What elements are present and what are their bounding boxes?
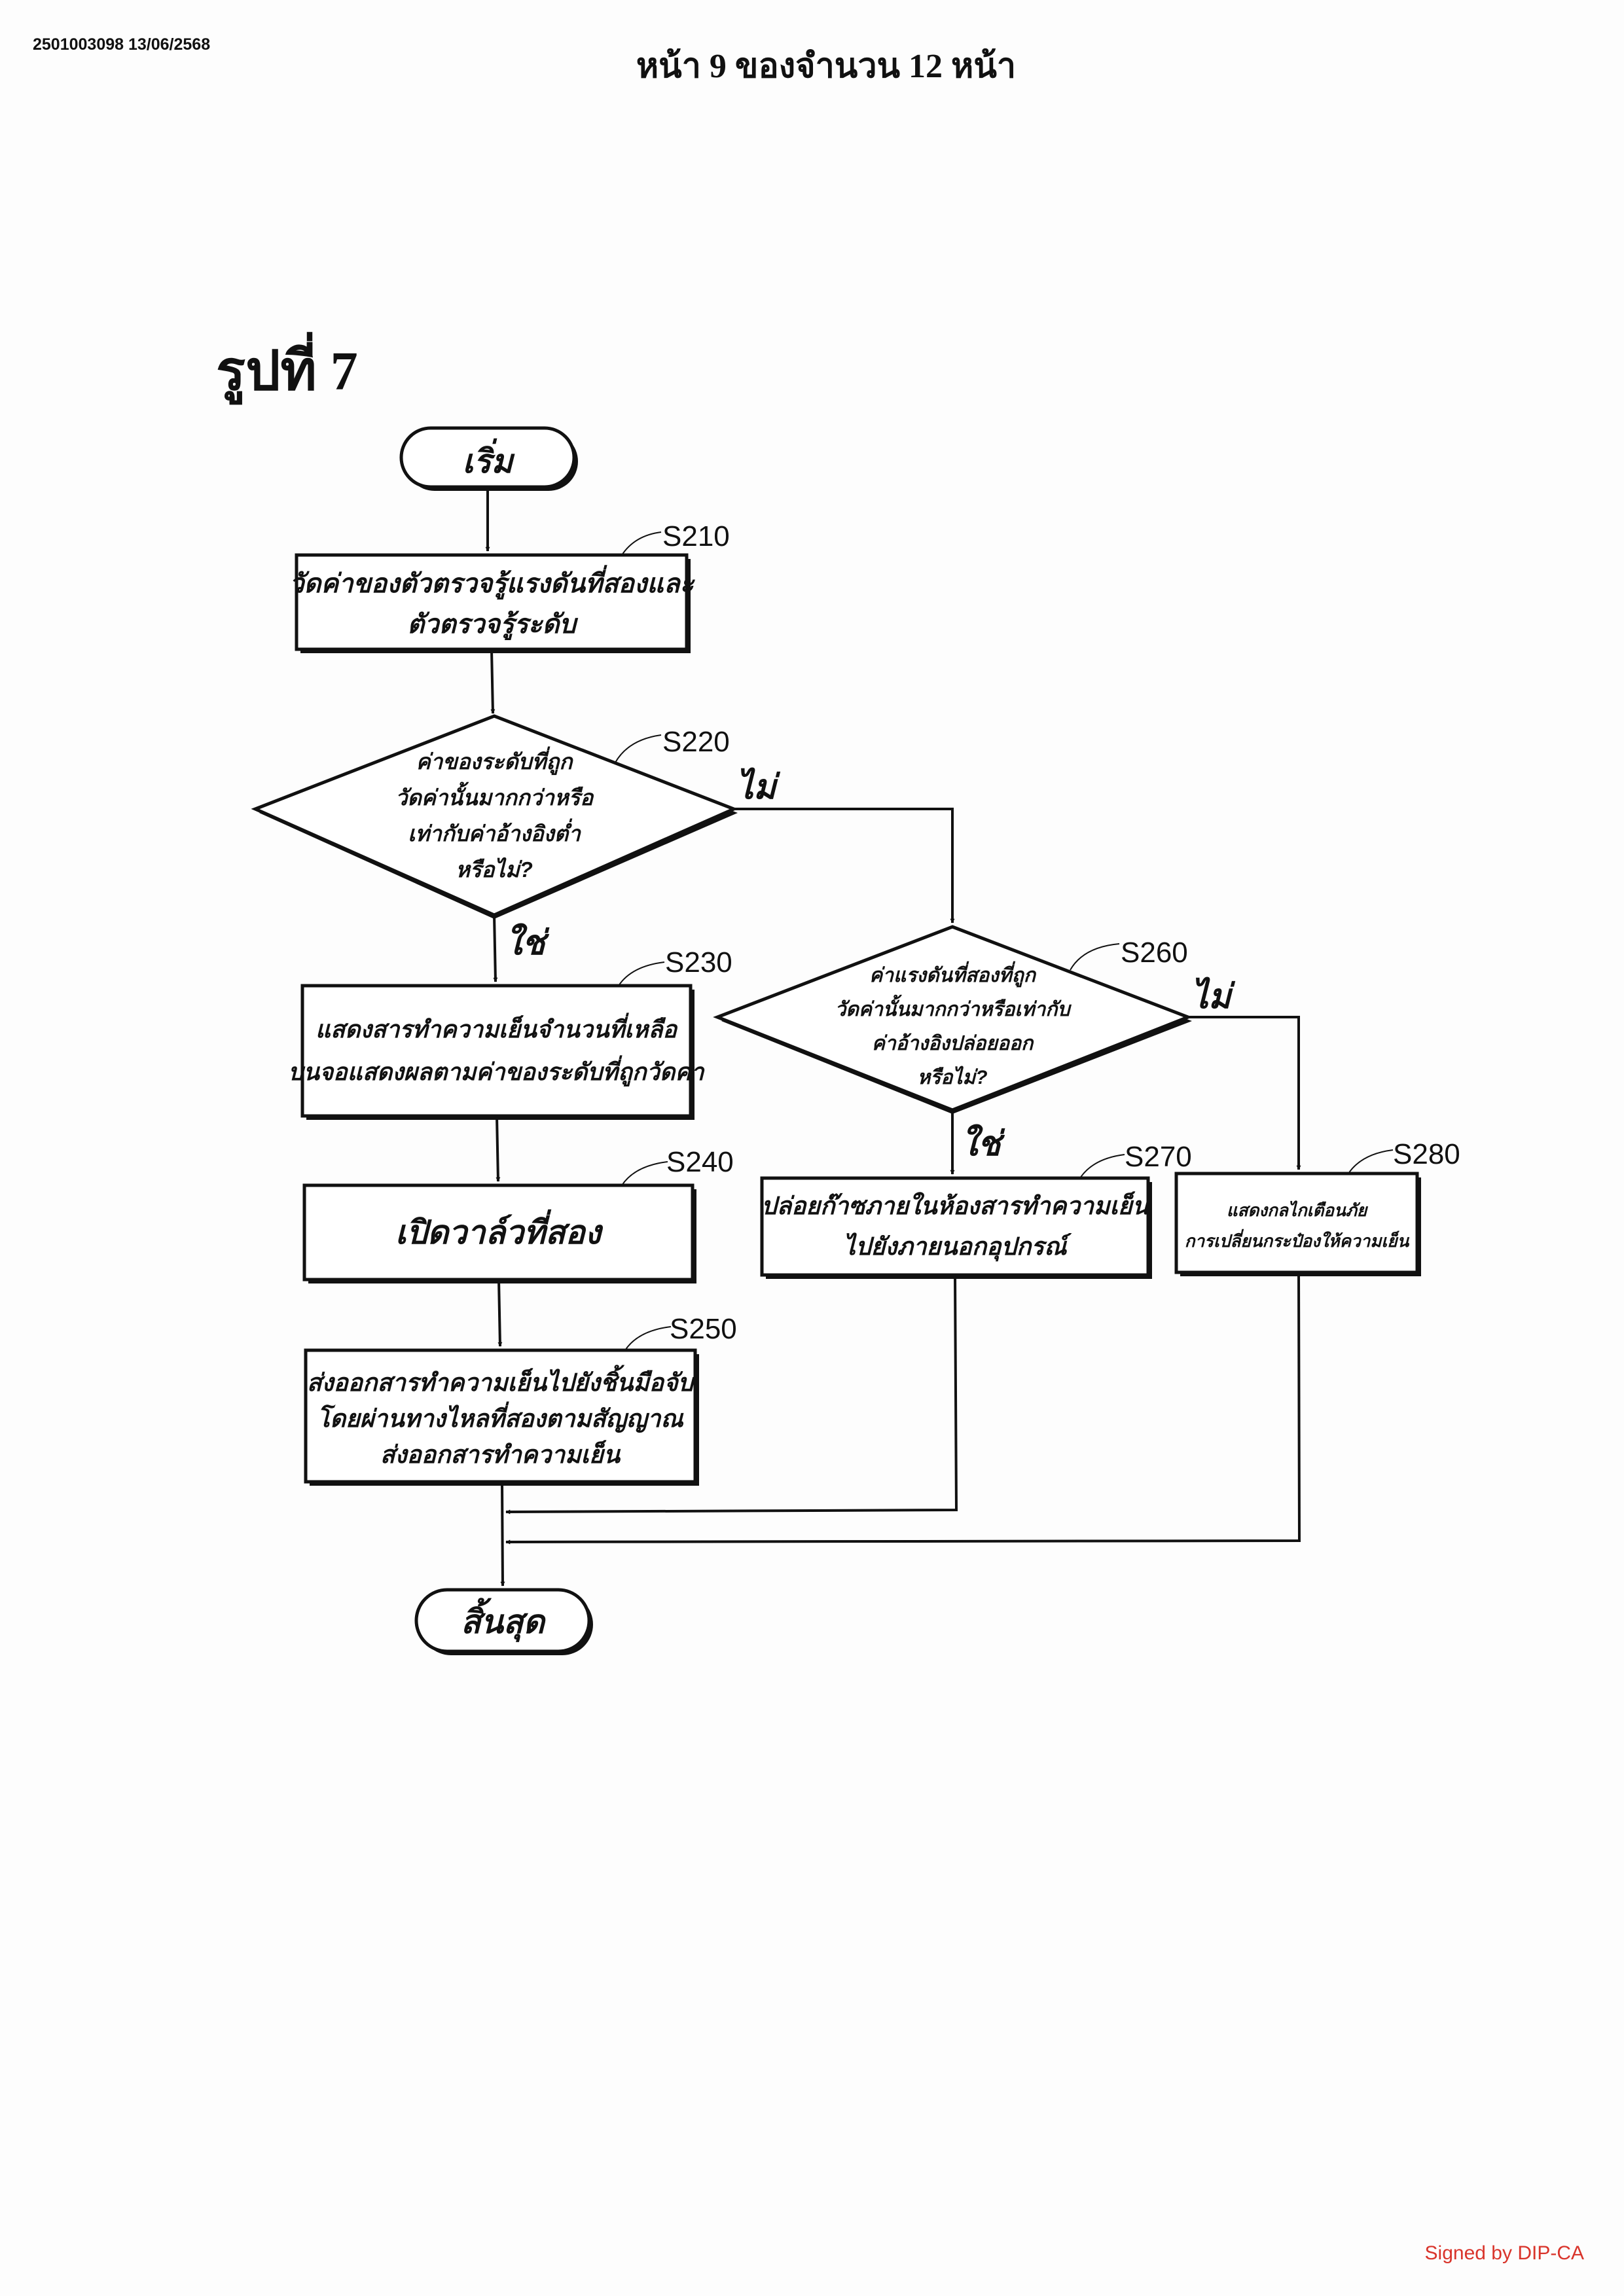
s220-yes-label: ใช่ <box>505 923 550 962</box>
s230-line-1: แสดงสารทำความเย็นจำนวนที่เหลือ <box>316 1013 678 1043</box>
arrow-s220-no-s260 <box>734 808 955 924</box>
s220-line-4: หรือไม่? <box>456 857 533 882</box>
s260-line-2: วัดค่านั้นมากกว่าหรือเท่ากับ <box>835 994 1072 1020</box>
s210-line-1: วัดค่าของตัวตรวจรู้แรงดันที่สองและ <box>289 565 696 600</box>
step-s270: ปล่อยก๊าซภายในห้องสารทำความเย็น ไปยังภาย… <box>760 1141 1192 1279</box>
s250-line-2: โดยผ่านทางไหลที่สองตามสัญญาณ <box>317 1401 684 1433</box>
s270-line-1: ปล่อยก๊าซภายในห้องสารทำความเย็น <box>761 1191 1150 1219</box>
step-s250: ส่งออกสารทำความเย็นไปยังชิ้นมือจับ โดยผ่… <box>304 1313 737 1486</box>
arrow-to-end <box>500 1481 505 1587</box>
connectors <box>485 487 1301 1587</box>
s220-line-3: เท่ากับค่าอ้างอิงต่ำ <box>408 818 581 846</box>
end-label: สิ้นสุด <box>461 1598 546 1642</box>
s260-id: S260 <box>1121 937 1188 969</box>
s260-no-label: ไม่ <box>1191 977 1235 1016</box>
arrow-s260-no-s280 <box>1188 1016 1301 1170</box>
s280-line-1: แสดงกลไกเตือนภัย <box>1227 1200 1369 1220</box>
step-s280: แสดงกลไกเตือนภัย การเปลี่ยนกระป๋องให้ควา… <box>1174 1138 1460 1276</box>
s220-line-1: ค่าของระดับที่ถูก <box>416 746 574 776</box>
s280-line-2: การเปลี่ยนกระป๋องให้ความเย็น <box>1185 1229 1410 1251</box>
s260-line-3: ค่าอ้างอิงปล่อยออก <box>872 1033 1034 1054</box>
step-s210: วัดค่าของตัวตรวจรู้แรงดันที่สองและ ตัวตร… <box>289 520 730 653</box>
start-label: เริ่ม <box>463 438 516 480</box>
s240-id: S240 <box>666 1146 734 1178</box>
digital-signature-note: Signed by DIP-CA <box>1425 2242 1584 2264</box>
s220-line-2: วัดค่านั้นมากกว่าหรือ <box>395 781 594 810</box>
s210-line-2: ตัวตรวจรู้ระดับ <box>407 610 578 641</box>
step-s240: เปิดวาล์วที่สอง S240 <box>302 1146 734 1283</box>
s260-line-4: หรือไม่? <box>917 1066 987 1088</box>
document-id: 2501003098 13/06/2568 <box>33 35 210 54</box>
figure-title: รูปที่ 7 <box>216 332 358 405</box>
s220-id: S220 <box>662 726 730 758</box>
arrow-s210-s220 <box>490 649 496 714</box>
s270-id: S270 <box>1125 1141 1192 1173</box>
s210-id: S210 <box>662 520 730 552</box>
decision-s220: ค่าของระดับที่ถูก วัดค่านั้นมากกว่าหรือ … <box>251 714 780 962</box>
arrow-s220-yes-s230 <box>493 914 498 982</box>
s230-line-2: บนจอแสดงผลตามค่าของระดับที่ถูกวัดค่า <box>288 1055 705 1086</box>
s280-id: S280 <box>1393 1138 1460 1170</box>
decision-s260: ค่าแรงดันที่สองที่ถูก วัดค่านั้นมากกว่าห… <box>713 925 1235 1163</box>
s260-yes-label: ใช่ <box>961 1124 1005 1163</box>
s240-line-1: เปิดวาล์วที่สอง <box>395 1209 604 1251</box>
s230-id: S230 <box>665 946 732 978</box>
end-terminal: สิ้นสุด <box>414 1588 593 1655</box>
s250-line-3: ส่งออกสารทำความเย็น <box>380 1440 621 1468</box>
page-info: หน้า 9 ของจำนวน 12 หน้า <box>636 48 1016 85</box>
s260-line-1: ค่าแรงดันที่สองที่ถูก <box>869 961 1037 988</box>
s220-no-label: ไม่ <box>736 767 780 806</box>
s250-line-1: ส่งออกสารทำความเย็นไปยังชิ้นมือจับ <box>307 1365 696 1396</box>
arrow-s280-merge <box>505 1272 1301 1545</box>
start-terminal: เริ่ม <box>399 426 578 491</box>
s270-line-2: ไปยังภายนอกอุปกรณ์ <box>844 1232 1072 1262</box>
step-s230: แสดงสารทำความเย็นจำนวนที่เหลือ บนจอแสดงผ… <box>288 946 732 1120</box>
s250-id: S250 <box>670 1313 737 1345</box>
arrow-s240-s250 <box>497 1279 503 1347</box>
arrow-s230-s240 <box>496 1115 501 1182</box>
arrow-s270-merge <box>505 1274 958 1515</box>
